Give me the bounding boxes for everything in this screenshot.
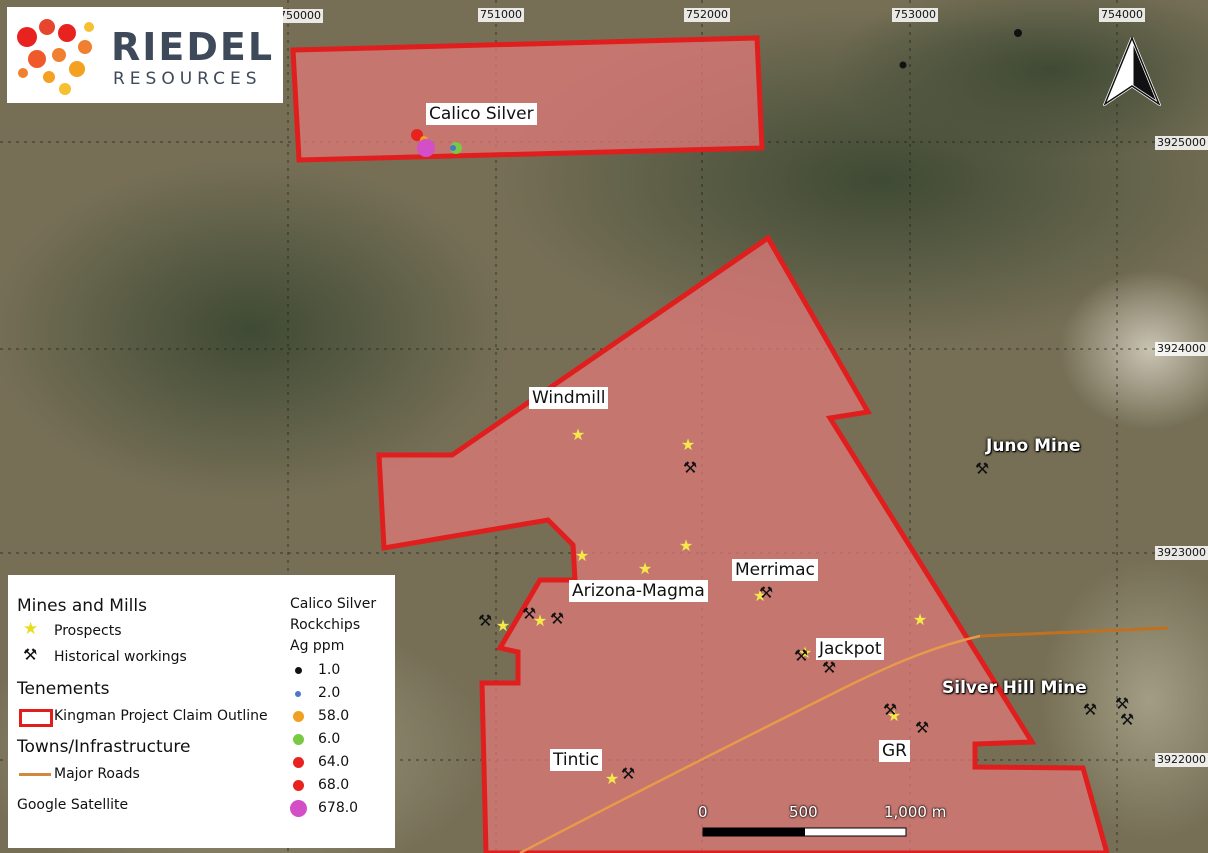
map-legend: Mines and Mills ★ Prospects ⚒ Historical… (8, 575, 395, 848)
grid-x-label: 750000 (277, 9, 323, 23)
svg-text:⚒: ⚒ (975, 459, 989, 478)
svg-text:★: ★ (681, 435, 695, 454)
legend-rock-value: 678.0 (318, 800, 359, 816)
legend-dot-68 (293, 780, 304, 791)
legend-rock-title-2: Rockchips (290, 617, 361, 633)
rockchip-2[interactable] (450, 145, 456, 151)
legend-dot-6 (293, 734, 304, 745)
legend-star-icon: ★ (23, 619, 39, 639)
label-gr: GR (879, 740, 910, 762)
legend-mines-title: Mines and Mills (17, 596, 147, 616)
svg-text:★: ★ (575, 546, 589, 565)
logo-subtitle: RESOURCES (113, 69, 262, 89)
scale-label-1000: 1,000 m (884, 803, 947, 821)
svg-text:★: ★ (496, 616, 510, 635)
legend-dot-58 (293, 711, 304, 722)
legend-dot-2 (295, 691, 301, 697)
svg-text:⚒: ⚒ (915, 718, 929, 737)
scale-label-500: 500 (789, 803, 818, 821)
svg-text:★: ★ (753, 586, 767, 605)
legend-rock-value: 1.0 (318, 662, 341, 678)
grid-y-label: 3925000 (1155, 136, 1208, 150)
legend-dot-64 (293, 757, 304, 768)
svg-text:⚒: ⚒ (1115, 694, 1129, 713)
svg-text:⚒: ⚒ (794, 646, 808, 665)
svg-text:⚒: ⚒ (759, 583, 773, 602)
label-jackpot: Jackpot (816, 638, 885, 660)
label-arizona-magma: Arizona-Magma (569, 580, 708, 602)
legend-historical: Historical workings (54, 649, 187, 665)
svg-text:⚒: ⚒ (822, 658, 836, 677)
svg-text:⚒: ⚒ (1083, 700, 1097, 719)
legend-satellite: Google Satellite (17, 797, 129, 813)
legend-rock-value: 2.0 (318, 685, 341, 701)
grid-y-label: 3923000 (1155, 546, 1208, 560)
rockchip-1[interactable] (899, 61, 907, 69)
legend-tenements-title: Tenements (17, 679, 110, 699)
grid-y-label: 3922000 (1155, 753, 1208, 767)
legend-claim-swatch-icon (19, 709, 53, 727)
label-juno-mine: Juno Mine (986, 436, 1081, 456)
legend-rock-title-1: Calico Silver (290, 596, 377, 612)
legend-pick-icon: ⚒ (23, 645, 38, 664)
svg-text:★: ★ (605, 769, 619, 788)
legend-roads: Major Roads (54, 766, 140, 782)
claim-calico-silver (290, 35, 765, 163)
label-tintic: Tintic (550, 749, 603, 771)
label-silver-hill-mine: Silver Hill Mine (942, 678, 1087, 698)
legend-rock-value: 68.0 (318, 777, 350, 793)
legend-dot-1 (295, 667, 302, 674)
rockchip-678[interactable] (417, 139, 435, 157)
prospect-stars: ★ ★ ★ ★ ★ ★ ★ ★ ★ ★ ★ ★ (496, 425, 927, 788)
riedel-logo: RIEDEL RESOURCES (7, 7, 283, 103)
legend-claim: Kingman Project Claim Outline (54, 708, 268, 724)
rockchip-1b[interactable] (1014, 29, 1022, 37)
svg-text:★: ★ (679, 536, 693, 555)
grid-x-label: 751000 (478, 8, 524, 22)
grid-y-label: 3924000 (1155, 342, 1208, 356)
svg-text:⚒: ⚒ (883, 700, 897, 719)
logo-title: RIEDEL (111, 25, 275, 69)
legend-dot-678 (290, 800, 307, 817)
legend-rock-value: 64.0 (318, 754, 350, 770)
svg-text:⚒: ⚒ (621, 764, 635, 783)
historical-workings: ⚒ ⚒ ⚒ ⚒ ⚒ ⚒ ⚒ ⚒ ⚒ ⚒ ⚒ ⚒ ⚒ ⚒ (478, 458, 1134, 783)
major-road (519, 626, 1169, 853)
label-calico-silver: Calico Silver (426, 103, 537, 125)
svg-text:★: ★ (913, 610, 927, 629)
grid-x-label: 753000 (892, 8, 938, 22)
scale-label-0: 0 (698, 803, 708, 821)
legend-prospects: Prospects (54, 623, 122, 639)
legend-rock-value: 58.0 (318, 708, 350, 724)
north-arrow-icon (1103, 36, 1161, 106)
legend-towns-title: Towns/Infrastructure (17, 737, 191, 757)
legend-road-swatch-icon (19, 773, 51, 776)
svg-text:⚒: ⚒ (683, 458, 697, 477)
logo-mark-icon (17, 19, 94, 95)
grid-x-label: 754000 (1099, 8, 1145, 22)
svg-text:★: ★ (638, 559, 652, 578)
legend-rock-title-3: Ag ppm (290, 638, 345, 654)
svg-text:★: ★ (887, 706, 901, 725)
svg-text:⚒: ⚒ (478, 611, 492, 630)
label-windmill: Windmill (529, 387, 609, 409)
legend-rock-value: 6.0 (318, 731, 341, 747)
svg-text:★: ★ (571, 425, 585, 444)
svg-text:⚒: ⚒ (522, 604, 536, 623)
svg-text:★: ★ (533, 611, 547, 630)
label-merrimac: Merrimac (732, 559, 818, 581)
svg-text:⚒: ⚒ (1120, 710, 1134, 729)
rockchip-64[interactable] (411, 129, 423, 141)
grid-x-label: 752000 (684, 8, 730, 22)
svg-text:★: ★ (798, 643, 812, 662)
svg-text:⚒: ⚒ (550, 609, 564, 628)
